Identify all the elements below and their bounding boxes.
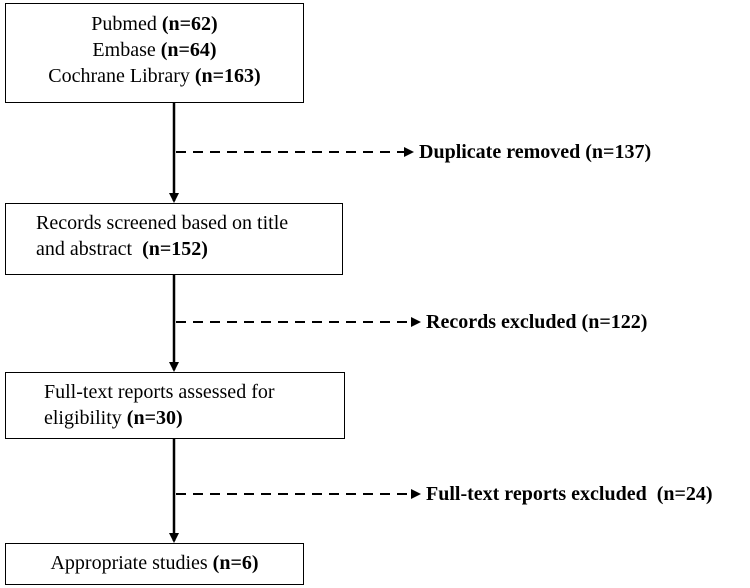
source-pubmed: Pubmed (n=62)	[6, 11, 303, 37]
source-cochrane: Cochrane Library (n=163)	[6, 63, 303, 89]
source-name: Cochrane Library	[48, 65, 195, 87]
screened-line-1: Records screened based on title	[36, 212, 289, 234]
included-text: Appropriate studies	[50, 552, 213, 574]
screened-count: (n=152)	[142, 238, 208, 260]
source-count: (n=62)	[161, 13, 218, 35]
source-count: (n=163)	[194, 65, 261, 87]
fulltext-excluded-label: Full-text reports excluded (n=24)	[426, 483, 713, 505]
source-name: Embase	[92, 39, 161, 61]
screened-box: Records screened based on title and abst…	[5, 203, 343, 275]
assessed-line-1: Full-text reports assessed for	[44, 381, 275, 403]
included-box: Appropriate studies (n=6)	[5, 543, 304, 585]
source-count: (n=64)	[160, 39, 217, 61]
included-line: Appropriate studies (n=6)	[6, 550, 303, 576]
duplicates-removed-label: Duplicate removed (n=137)	[419, 141, 652, 163]
assessed-text: eligibility	[44, 407, 127, 429]
source-name: Pubmed	[91, 13, 162, 35]
screened-text: and abstract	[36, 238, 143, 260]
records-excluded-label: Records excluded (n=122)	[426, 311, 648, 333]
assessed-count: (n=30)	[126, 407, 183, 429]
sources-box: Pubmed (n=62) Embase (n=64) Cochrane Lib…	[5, 3, 304, 103]
assessed-line-2: eligibility (n=30)	[44, 405, 344, 431]
assessed-box: Full-text reports assessed for eligibili…	[5, 372, 345, 439]
screened-line-2: and abstract (n=152)	[36, 236, 342, 262]
source-embase: Embase (n=64)	[6, 37, 303, 63]
included-count: (n=6)	[212, 552, 259, 574]
